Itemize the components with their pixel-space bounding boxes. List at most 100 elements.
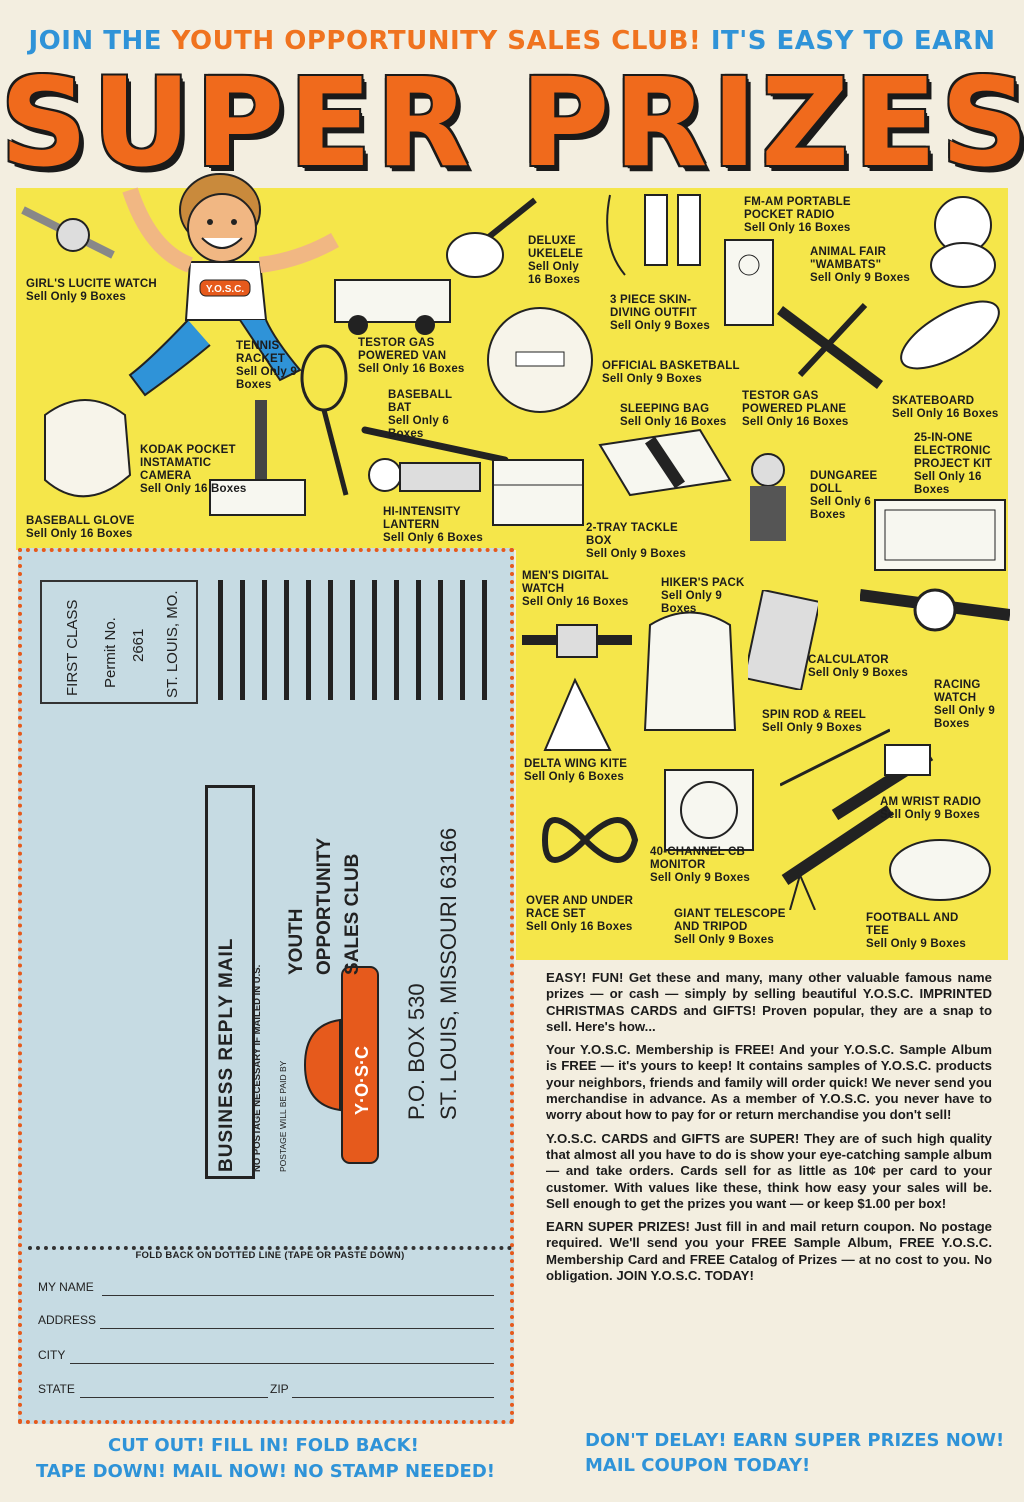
city-zip: ST. LOUIS, MISSOURI 63166 (436, 827, 461, 1120)
body-copy: EASY! FUN! Get these and many, many othe… (546, 970, 992, 1291)
tagline-part1: JOIN THE (28, 26, 162, 56)
permit-number: 2661 (130, 628, 147, 662)
permit-city: ST. LOUIS, MO. (164, 590, 181, 698)
permit-first-class: FIRST CLASS (64, 599, 81, 696)
racket-icon (300, 344, 349, 496)
copy-paragraph-4: EARN SUPER PRIZES! Just fill in and mail… (546, 1219, 992, 1284)
club-line1: YOUTH (286, 908, 307, 976)
business-reply-box: BUSINESS REPLY MAIL (205, 785, 255, 1179)
cta-left-line2: TAPE DOWN! MAIL NOW! NO STAMP NEEDED! (36, 1461, 495, 1482)
camera-icon (209, 400, 306, 516)
watch-icon (21, 206, 115, 259)
lantern-icon (368, 458, 481, 492)
cta-right-line1: DON'T DELAY! EARN SUPER PRIZES NOW! (585, 1430, 1005, 1451)
postage-note: POSTAGE WILL BE PAID BY (278, 1060, 288, 1172)
calculator-icon (748, 590, 818, 690)
ukelele-icon (446, 197, 537, 278)
zip-field[interactable]: ZIP (270, 1382, 498, 1402)
digital-watch-icon (522, 624, 632, 658)
permit-no-label: Permit No. (102, 617, 119, 688)
logo-text: Y·O·S·C (352, 1046, 372, 1115)
header-tagline: JOIN THE YOUTH OPPORTUNITY SALES CLUB! I… (0, 26, 1024, 56)
copy-paragraph-3: Y.O.S.C. CARDS and GIFTS are SUPER! They… (546, 1130, 992, 1211)
fold-instruction: FOLD BACK ON DOTTED LINE (TAPE OR PASTE … (129, 1250, 411, 1261)
radio-icon (724, 239, 774, 326)
backpack-icon (643, 611, 737, 731)
club-line2: OPPORTUNITY (314, 837, 335, 975)
van-icon (334, 279, 451, 335)
prize-wambats: ANIMAL FAIR "WAMBATS"Sell Only 9 Boxes (810, 246, 910, 284)
kite-icon (543, 677, 612, 751)
glove-icon (44, 399, 132, 498)
club-line3: SALES CLUB (342, 853, 363, 975)
bat-icon (361, 426, 509, 464)
kit-icon (874, 499, 1006, 571)
name-field[interactable]: MY NAME (38, 1280, 498, 1300)
city-field[interactable]: CITY (38, 1348, 498, 1368)
city-label: CITY (38, 1348, 66, 1362)
mascot-shirt-text: Y.O.S.C. (206, 284, 245, 295)
address-label: ADDRESS (38, 1313, 97, 1327)
state-field[interactable]: STATE (38, 1382, 498, 1402)
name-label: MY NAME (38, 1280, 94, 1294)
plush-icon (930, 196, 996, 288)
copy-paragraph-2: Your Y.O.S.C. Membership is FREE! And yo… (546, 1042, 992, 1123)
cb-monitor-icon (664, 769, 754, 851)
brm-note: NO POSTAGE NECESSARY IF MAILED IN U.S. (252, 964, 263, 1172)
po-box: P.O. BOX 530 (404, 983, 429, 1120)
rod-icon (780, 728, 890, 787)
race-set-icon (542, 817, 639, 863)
cta-right-line2: MAIL COUPON TODAY! (585, 1455, 811, 1476)
page-title: SUPER PRIZES (0, 52, 1024, 194)
football-icon (889, 839, 991, 901)
zip-label: ZIP (270, 1382, 289, 1396)
doll-icon (750, 453, 786, 541)
plane-icon (777, 302, 883, 389)
skateboard-icon (900, 300, 1000, 370)
tagline-club-name: YOUTH OPPORTUNITY SALES CLUB! (171, 26, 702, 56)
postal-barcode (218, 580, 487, 700)
cta-left-line1: CUT OUT! FILL IN! FOLD BACK! (108, 1435, 419, 1456)
basketball-icon (487, 307, 593, 413)
permit-box: FIRST CLASS Permit No. 2661 ST. LOUIS, M… (40, 580, 198, 704)
yosc-logo: Y·O·S·C (303, 966, 379, 1164)
wrist-radio-icon (831, 744, 934, 820)
tackle-box-icon (492, 459, 584, 526)
brm-title: BUSINESS REPLY MAIL (216, 937, 237, 1172)
state-label: STATE (38, 1382, 75, 1396)
address-field[interactable]: ADDRESS (38, 1313, 498, 1333)
flippers-icon (606, 194, 701, 276)
fold-line: FOLD BACK ON DOTTED LINE (TAPE OR PASTE … (28, 1246, 512, 1261)
racing-watch-icon (860, 588, 1010, 632)
telescope-icon (781, 805, 894, 910)
copy-paragraph-1: EASY! FUN! Get these and many, many othe… (546, 970, 992, 1034)
